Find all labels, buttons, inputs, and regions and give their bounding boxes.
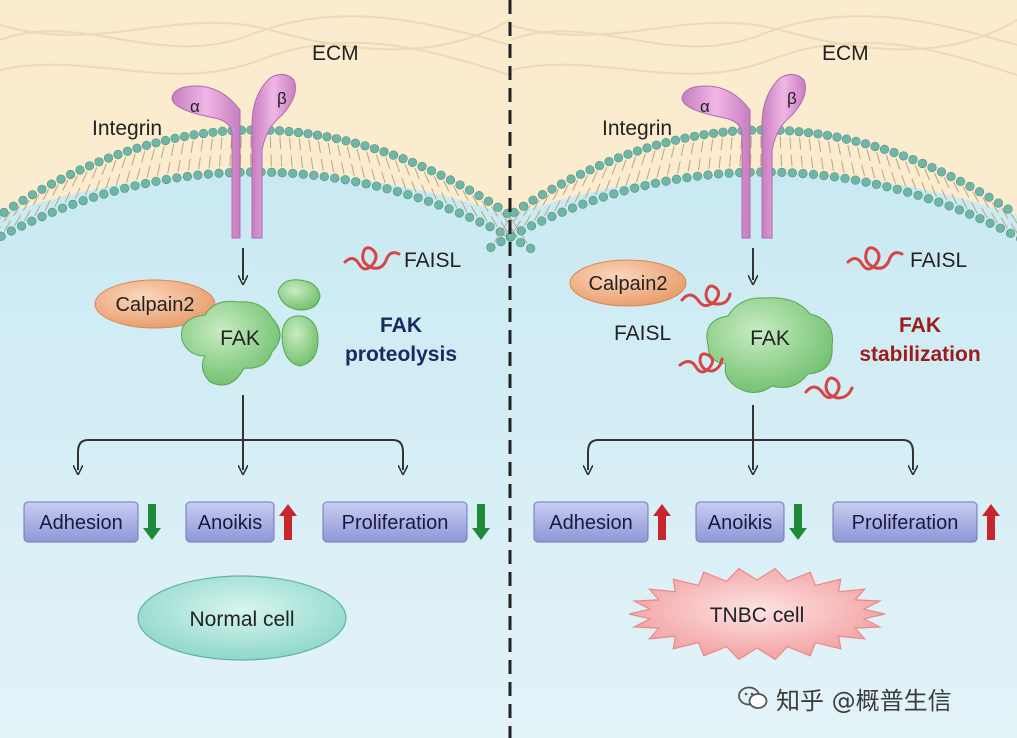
arrow-down-icon xyxy=(472,504,490,540)
left-effect-boxes: Adhesion Anoikis Proliferation xyxy=(23,501,490,543)
left-integrin-alpha-subunit xyxy=(171,85,241,239)
arrow-down-icon xyxy=(789,504,807,540)
effect-box xyxy=(832,501,978,543)
watermark: 知乎 @概普生信 xyxy=(738,678,1008,718)
right-panel: ECM Integrin α β FAISL Calpain2 FAISL FA… xyxy=(533,42,1000,661)
fak-main-domain xyxy=(706,297,834,393)
left-outcome-line2: proteolysis xyxy=(345,343,457,366)
effect-box xyxy=(23,501,139,543)
left-faisl: FAISL xyxy=(343,246,461,272)
right-integrin-label: Integrin xyxy=(602,117,672,140)
right-bound-faisl-label: FAISL xyxy=(614,322,671,345)
left-beta-label: β xyxy=(277,89,287,108)
fak-fragment-right xyxy=(281,315,319,367)
faisl-rna-icon xyxy=(343,246,401,271)
right-ecm-label: ECM xyxy=(822,42,869,65)
effect-label: Anoikis xyxy=(708,512,772,534)
right-tnbc-cell: TNBC cell xyxy=(628,567,886,661)
effect-label: Adhesion xyxy=(39,512,122,534)
calpain2-shape xyxy=(94,279,216,329)
left-branch-arrows xyxy=(78,395,403,470)
left-alpha-label: α xyxy=(190,97,200,116)
right-integrin-alpha-subunit xyxy=(681,85,751,239)
left-outcome-line1: FAK xyxy=(380,314,422,337)
left-fak-label: FAK xyxy=(220,327,260,350)
effect-item-proliferation: Proliferation xyxy=(832,501,1000,543)
left-normal-cell: Normal cell xyxy=(137,575,347,661)
right-integrin-beta-subunit xyxy=(761,74,806,239)
normal-cell-label: Normal cell xyxy=(189,608,294,631)
faisl-rna-icon xyxy=(804,376,854,400)
effect-item-proliferation: Proliferation xyxy=(322,501,490,543)
fak-main-domain xyxy=(180,300,281,386)
calpain2-shape xyxy=(569,259,687,307)
right-alpha-label: α xyxy=(700,97,710,116)
left-integrin-label: Integrin xyxy=(92,117,162,140)
left-calpain2-label: Calpain2 xyxy=(116,294,195,316)
right-branch-arrows xyxy=(588,405,913,470)
effect-item-anoikis: Anoikis xyxy=(185,501,297,543)
arrow-up-icon xyxy=(653,504,671,540)
right-cell-membrane xyxy=(486,125,1017,252)
right-calpain2: Calpain2 xyxy=(569,259,687,307)
effect-item-adhesion: Adhesion xyxy=(23,501,161,543)
right-faisl-label: FAISL xyxy=(910,249,967,272)
left-fak: FAK xyxy=(180,279,321,386)
left-integrin: α β xyxy=(171,74,296,239)
right-faisl: FAISL xyxy=(846,246,967,272)
left-panel: ECM Integrin α β FAISL Calpain2 FAK FAK … xyxy=(23,42,490,661)
watermark-text: 知乎 @概普生信 xyxy=(776,686,952,715)
effect-box xyxy=(322,501,468,543)
effect-label: Proliferation xyxy=(852,512,959,534)
effect-box xyxy=(533,501,649,543)
right-outcome-line1: FAK xyxy=(899,314,941,337)
left-integrin-beta-subunit xyxy=(251,74,296,239)
right-effect-boxes: Adhesion Anoikis Proliferation xyxy=(533,501,1000,543)
effect-label: Anoikis xyxy=(198,512,262,534)
right-fak-label: FAK xyxy=(750,327,790,350)
left-calpain2: Calpain2 xyxy=(94,279,216,329)
right-fak: FAK xyxy=(706,297,834,393)
arrow-down-icon xyxy=(143,504,161,540)
right-outcome-line2: stabilization xyxy=(859,343,980,366)
arrow-up-icon xyxy=(982,504,1000,540)
right-cytoplasm xyxy=(510,172,1017,738)
right-beta-label: β xyxy=(787,89,797,108)
left-ecm-label: ECM xyxy=(312,42,359,65)
effect-item-adhesion: Adhesion xyxy=(533,501,671,543)
right-calpain2-label: Calpain2 xyxy=(589,273,668,295)
tnbc-cell-shape xyxy=(628,567,886,661)
fak-fragment-top xyxy=(277,279,321,311)
effect-item-anoikis: Anoikis xyxy=(695,501,807,543)
wechat-logo-icon xyxy=(738,686,768,709)
effect-box xyxy=(185,501,275,543)
effect-label: Adhesion xyxy=(549,512,632,534)
right-integrin: α β xyxy=(681,74,806,239)
arrow-up-icon xyxy=(279,504,297,540)
right-faisl-molecules-bound xyxy=(678,284,854,400)
ecm-fibers xyxy=(0,15,1017,76)
effect-label: Proliferation xyxy=(342,512,449,534)
normal-cell-shape xyxy=(137,575,347,661)
left-faisl-label: FAISL xyxy=(404,249,461,272)
faisl-rna-icon xyxy=(680,284,732,307)
effect-box xyxy=(695,501,785,543)
faisl-rna-icon xyxy=(846,246,904,271)
tnbc-cell-label: TNBC cell xyxy=(710,604,805,627)
faisl-rna-icon xyxy=(678,352,724,374)
